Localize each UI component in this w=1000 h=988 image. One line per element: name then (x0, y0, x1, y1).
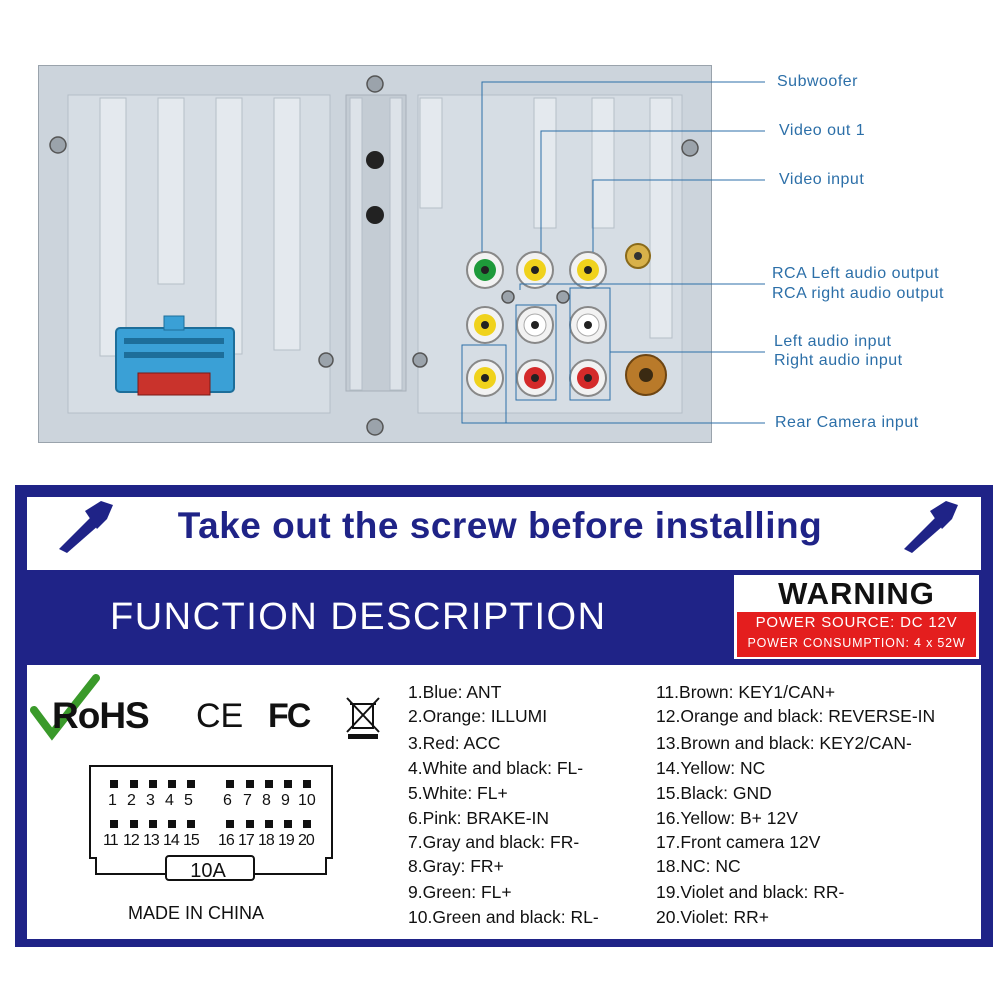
pin-label: 1 (108, 792, 117, 809)
wire-item: 6.Pink: BRAKE-IN (408, 808, 550, 828)
weee-bin-icon (346, 697, 380, 739)
pin-label: 3 (146, 792, 155, 809)
made-in-china: MADE IN CHINA (128, 903, 265, 923)
pin-label: 10 (298, 792, 316, 809)
fuse (137, 372, 211, 396)
wire-item: 17.Front camera 12V (656, 832, 821, 852)
warning-red-band (737, 612, 976, 657)
pin-label: 14 (163, 832, 180, 849)
pin-label: 19 (278, 832, 295, 849)
pin-label: 7 (243, 792, 252, 809)
pin-label: 4 (165, 792, 174, 809)
pin-label: 15 (183, 832, 200, 849)
mount-hole (366, 206, 384, 224)
banner-band (27, 497, 981, 570)
screw-icon (904, 501, 958, 553)
wire-item: 18.NC: NC (656, 856, 741, 876)
power-consumption: POWER CONSUMPTION: 4 x 52W (747, 636, 966, 650)
wire-item: 11.Brown: KEY1/CAN+ (656, 682, 836, 702)
wire-item: 5.White: FL+ (408, 783, 508, 803)
fuse-rating: 10A (190, 860, 226, 882)
callout-lines (461, 81, 765, 424)
description-area (27, 665, 981, 939)
panel-drawing (49, 75, 765, 436)
wire-item: 16.Yellow: B+ 12V (656, 808, 798, 828)
check-icon (30, 674, 100, 741)
mount-hole (366, 151, 384, 169)
wire-item: 13.Brown and black: KEY2/CAN- (656, 733, 912, 753)
pin-label: 17 (238, 832, 255, 849)
pin-label: 8 (262, 792, 271, 809)
pin-label: 13 (143, 832, 160, 849)
pin-label: 5 (184, 792, 193, 809)
pin-label: 18 (258, 832, 275, 849)
pin-label: 11 (103, 832, 119, 849)
warning-title: WARNING (778, 576, 935, 611)
callout-left-in: Left audio input (774, 333, 892, 350)
pin-label: 2 (127, 792, 136, 809)
callout-subwoofer: Subwoofer (777, 73, 858, 90)
rca-jacks (466, 243, 667, 397)
wire-item: 15.Black: GND (656, 783, 772, 803)
pin-label: 6 (223, 792, 232, 809)
fc-mark: FC (268, 697, 311, 735)
wire-item: 12.Orange and black: REVERSE-IN (656, 706, 936, 726)
wire-item: 8.Gray: FR+ (408, 856, 504, 876)
callout-rear-cam: Rear Camera input (775, 414, 919, 431)
callout-video-in: Video input (779, 171, 865, 188)
rohs-mark: RoHS (52, 695, 150, 736)
wire-item: 4.White and black: FL- (408, 758, 584, 778)
power-source: POWER SOURCE: DC 12V (755, 614, 958, 631)
screws (49, 75, 699, 436)
pin-label: 12 (123, 832, 140, 849)
heatsink-fins (99, 97, 301, 357)
callout-rca-left-out: RCA Left audio output (772, 265, 940, 282)
callout-right-in: Right audio input (774, 352, 903, 369)
callout-rca-right-out: RCA right audio output (772, 285, 944, 302)
screw-icon (59, 501, 113, 553)
function-title: FUNCTION DESCRIPTION (110, 596, 607, 638)
wire-item: 20.Violet: RR+ (656, 907, 770, 927)
wire-item: 1.Blue: ANT (408, 682, 502, 702)
wire-item: 10.Green and black: RL- (408, 907, 599, 927)
wire-item: 19.Violet and black: RR- (656, 882, 845, 902)
wire-item: 14.Yellow: NC (656, 758, 766, 778)
wire-item: 2.Orange: ILLUMI (408, 706, 548, 726)
pin-label: 9 (281, 792, 290, 809)
callout-video-out: Video out 1 (779, 122, 866, 139)
ce-mark: CE (196, 697, 244, 735)
banner-text: Take out the screw before installing (177, 505, 823, 546)
pin-connector-diagram (89, 765, 333, 881)
wire-item: 9.Green: FL+ (408, 882, 512, 902)
wire-item: 7.Gray and black: FR- (408, 832, 580, 852)
wire-item: 3.Red: ACC (408, 733, 501, 753)
pin-label: 16 (218, 832, 235, 849)
pin-label: 20 (298, 832, 315, 849)
